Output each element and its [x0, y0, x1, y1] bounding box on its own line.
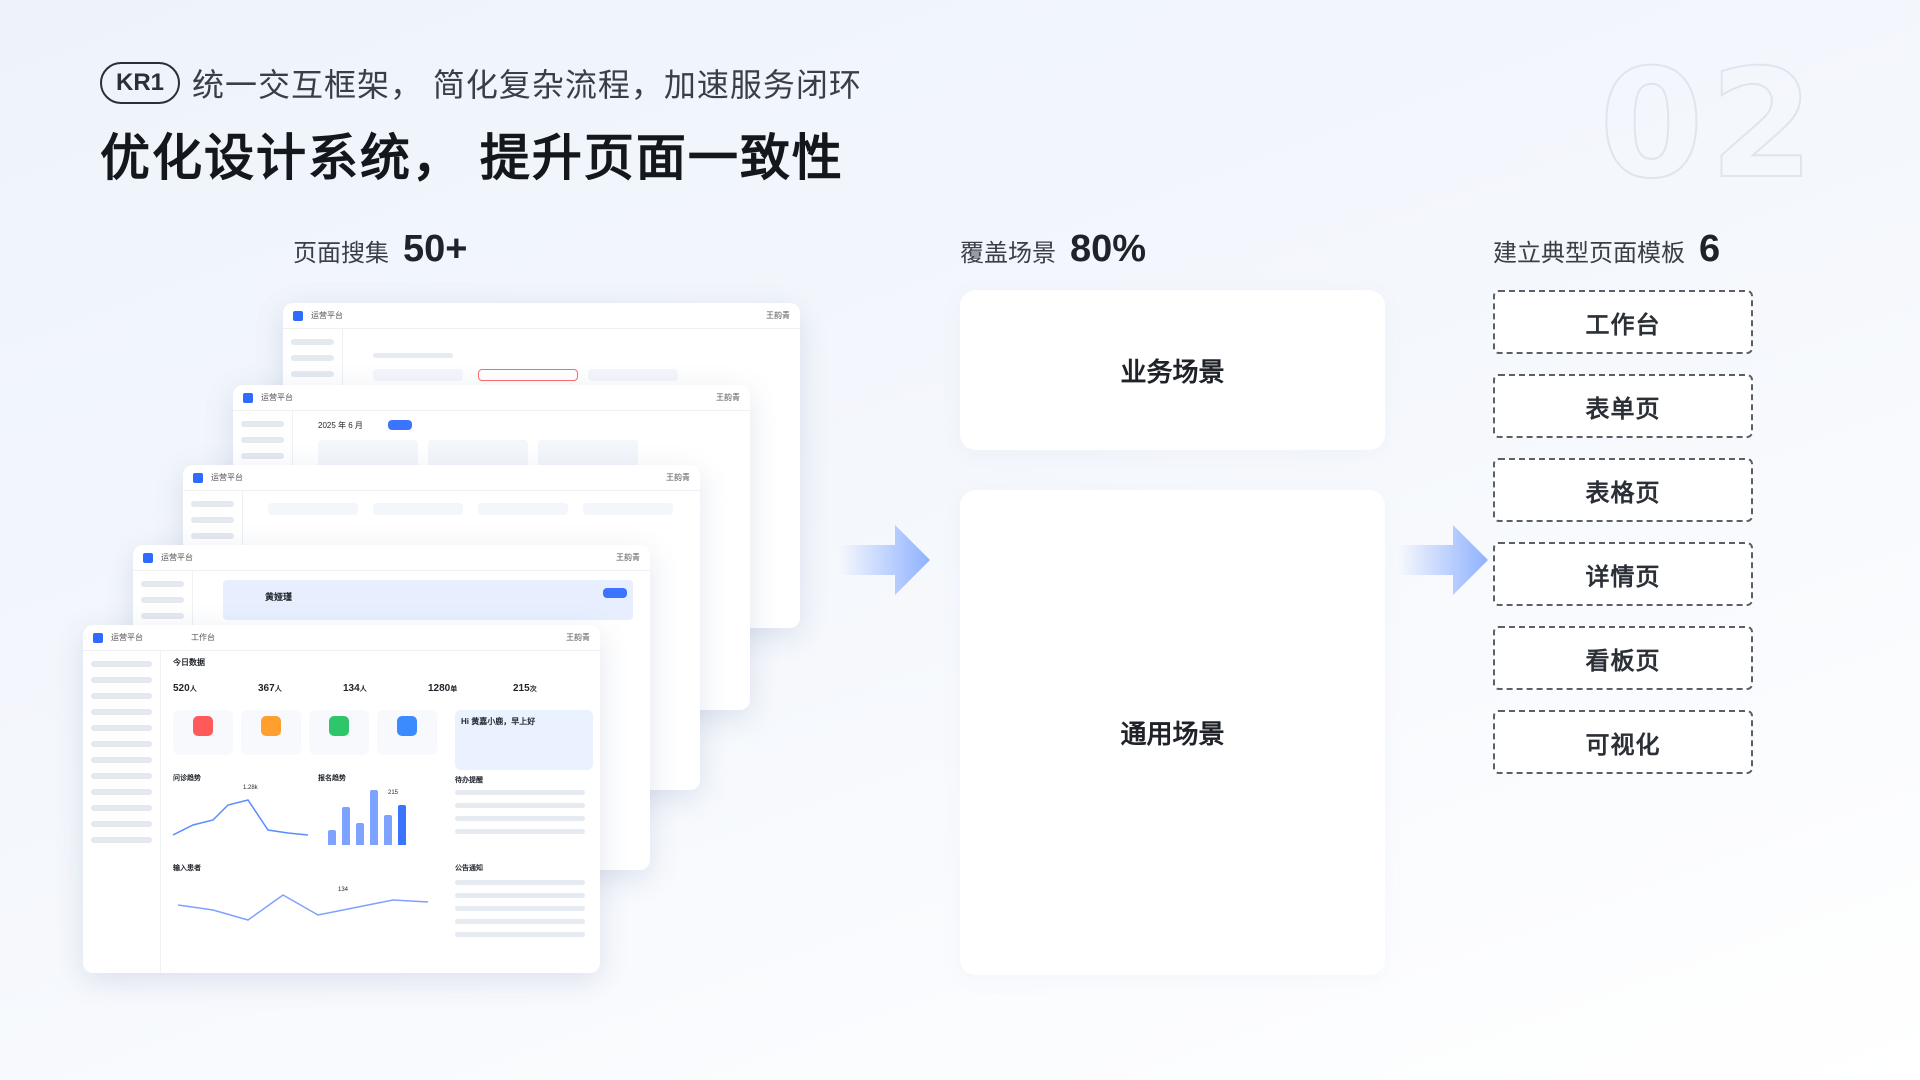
bar-chart — [328, 790, 438, 845]
template-workbench: 工作台 — [1493, 290, 1753, 354]
user-name: 王韵青 — [616, 553, 640, 562]
kr-row: KR1 统一交互框架， 简化复杂流程，加速服务闭环 — [100, 60, 862, 106]
new-patients-title: 输入患者 — [173, 865, 201, 872]
logo-icon — [143, 552, 153, 563]
page-name: 工作台 — [191, 633, 215, 642]
detail-name: 黄娅瑾 — [265, 592, 293, 602]
template-visualization: 可视化 — [1493, 710, 1753, 774]
todo-title: 待办提醒 — [455, 777, 483, 784]
scene-card-general: 通用场景 — [960, 490, 1385, 975]
stat-pages: 页面搜集 50+ — [293, 228, 467, 271]
app-name: 运营平台 — [261, 393, 293, 402]
app-icon — [193, 716, 213, 736]
stat-label: 建立典型页面模板 — [1493, 240, 1685, 267]
app-icon — [261, 716, 281, 736]
user-name: 王韵青 — [566, 633, 590, 642]
line-chart — [173, 799, 309, 836]
stat-value: 6 — [1699, 228, 1721, 270]
logo-icon — [193, 472, 203, 483]
kr-subtitle: 统一交互框架， 简化复杂流程，加速服务闭环 — [192, 67, 862, 103]
user-name: 王韵青 — [716, 393, 740, 402]
stat-value: 50+ — [403, 228, 468, 270]
chart-label: 215 — [388, 790, 399, 796]
chart-label: 134 — [338, 887, 349, 893]
stat-value: 80% — [1070, 228, 1147, 270]
user-name: 王韵青 — [666, 473, 690, 482]
stat-label: 页面搜集 — [293, 240, 389, 267]
reg-trend-title: 报名趋势 — [318, 775, 346, 782]
template-dashboard: 看板页 — [1493, 626, 1753, 690]
kpi-value: 520人 — [173, 683, 197, 694]
month-label: 2025 年 6 月 — [318, 421, 363, 430]
template-table: 表格页 — [1493, 458, 1753, 522]
template-detail: 详情页 — [1493, 542, 1753, 606]
stat-label: 覆盖场景 — [960, 240, 1056, 267]
kr-badge: KR1 — [100, 62, 181, 104]
kpi-value: 367人 — [258, 683, 282, 694]
kpi-value: 134人 — [343, 683, 367, 694]
section-number: 02 — [1598, 38, 1820, 212]
app-icon — [397, 716, 417, 736]
visit-trend-title: 问诊趋势 — [173, 775, 201, 782]
app-name: 运营平台 — [161, 553, 193, 562]
scene-card-business: 业务场景 — [960, 290, 1385, 450]
logo-icon — [293, 310, 303, 321]
kpi-value: 215次 — [513, 683, 537, 694]
page-title: 优化设计系统， 提升页面一致性 — [100, 130, 844, 186]
screenshot-workbench: 运营平台 工作台 王韵青 今日数据 520人 367人 134人 1280单 215… — [83, 625, 600, 973]
template-form: 表单页 — [1493, 374, 1753, 438]
kpi-value: 1280单 — [428, 683, 458, 694]
app-icon — [329, 716, 349, 736]
app-name: 运营平台 — [311, 311, 343, 320]
today-data-title: 今日数据 — [173, 658, 205, 667]
logo-icon — [93, 632, 103, 643]
stat-templates: 建立典型页面模板 6 — [1493, 228, 1720, 271]
app-name: 运营平台 — [111, 633, 143, 642]
arrow-right-icon — [1398, 525, 1488, 595]
logo-icon — [243, 392, 253, 403]
app-name: 运营平台 — [211, 473, 243, 482]
area-chart — [178, 894, 429, 921]
notice-title: 公告通知 — [455, 865, 483, 872]
greeting-text: Hi 黄嘉小鹿，早上好 — [461, 717, 536, 726]
chart-label: 1.28k — [243, 785, 258, 791]
stat-scenes: 覆盖场景 80% — [960, 228, 1146, 271]
user-name: 王韵青 — [766, 311, 790, 320]
arrow-right-icon — [840, 525, 930, 595]
